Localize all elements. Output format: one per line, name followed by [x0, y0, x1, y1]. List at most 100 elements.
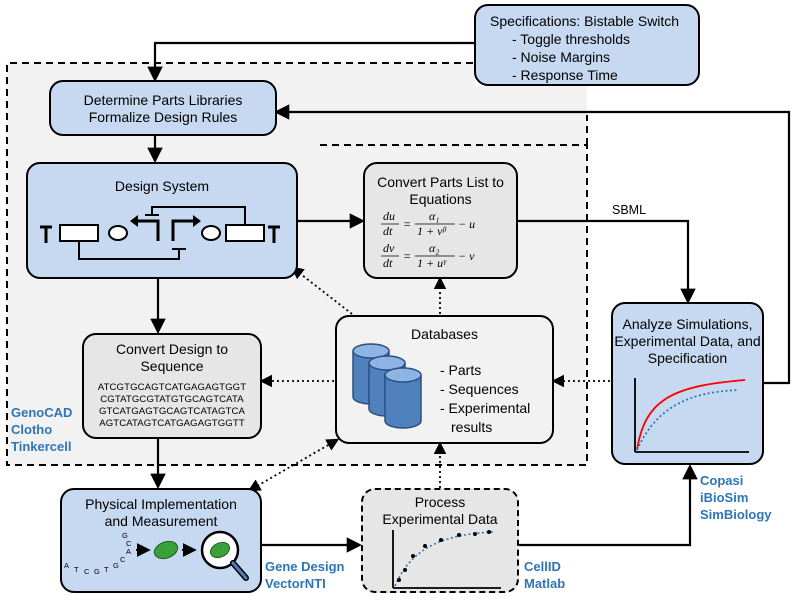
eq2-tail: − v [458, 249, 475, 263]
dna-letter-9: C [126, 539, 132, 548]
tool-copasi: Copasi [700, 473, 744, 488]
edge-equations-to-analyze [518, 219, 696, 305]
repression-top-icon [151, 206, 246, 225]
design-system-title: Design System [114, 178, 210, 194]
tools-genedesign: Gene Design VectorNTI [265, 558, 344, 592]
equations-title-line2: Equations [409, 191, 472, 207]
experimental-curve-blue [636, 389, 740, 451]
process-line2: Experimental Data [382, 511, 498, 527]
eq1-rhs-den: 1 + vᵝ [417, 224, 447, 238]
rbs-left-icon [108, 225, 128, 241]
process-box: Process Experimental Data [361, 488, 519, 593]
equations-box: Convert Parts List to Equations du dt = … [363, 162, 518, 279]
databases-box: Databases - Parts - Sequences - Experime… [335, 315, 554, 444]
fit-curve [394, 531, 496, 587]
dna-strand-letters: A T C G T G C A C G [64, 531, 132, 576]
dna-letter-8: A [126, 547, 131, 556]
tool-gene-design: Gene Design [265, 559, 345, 574]
tool-vectornti: VectorNTI [265, 576, 326, 591]
sequence-title-line1: Convert Design to [115, 341, 229, 357]
analyze-box: Analyze Simulations, Experimental Data, … [611, 302, 764, 465]
tool-ibiosim: iBioSim [700, 490, 749, 505]
equation-du: du dt = α₁ 1 + vᵝ − u [381, 209, 475, 238]
tools-copasi: Copasi iBioSim SimBiology [700, 472, 772, 523]
sequence-box: Convert Design to Sequence ATCGTGCAGTCAT… [82, 333, 262, 439]
dna-line-4: AGTCATAGTCATGAGAGTGGTT [99, 418, 245, 429]
eq1-equals: = [403, 217, 411, 231]
databases-title: Databases [411, 326, 478, 342]
spec-title: Specifications: Bistable Switch [490, 13, 680, 29]
ode-equations: du dt = α₁ 1 + vᵝ − u dv dt = α₂ 1 + uᵞ … [381, 209, 475, 270]
process-line1: Process [414, 494, 466, 510]
dna-letter-4: G [94, 567, 100, 576]
analyze-line3: Specification [647, 350, 728, 366]
physical-line2: and Measurement [104, 513, 218, 529]
eq2-lhs-num: dv [383, 241, 395, 255]
tool-cellid: CellID [524, 559, 561, 574]
db-item-parts: - Parts [440, 362, 482, 378]
dna-letter-2: T [74, 565, 79, 574]
edge-analyze-to-parts [273, 104, 791, 385]
simulated-curve-red [636, 379, 746, 451]
data-points [397, 530, 491, 582]
eq1-tail: − u [458, 217, 475, 231]
parts-libraries-line2: Formalize Design Rules [88, 109, 238, 125]
eq1-lhs-den: dt [383, 224, 393, 238]
sbml-label: SBML [612, 203, 647, 217]
db-item-sequences: - Sequences [440, 381, 519, 397]
eq2-equals: = [403, 249, 411, 263]
process-data-plot [392, 530, 501, 589]
sequence-title-line2: Sequence [140, 358, 204, 374]
repression-bottom-icon [78, 241, 180, 260]
edge-process-to-analyze [519, 463, 698, 547]
spec-item-toggle: - Toggle thresholds [512, 31, 631, 47]
simulation-plot [634, 378, 749, 453]
eq1-rhs-num: α₁ [429, 209, 439, 223]
tools-cellid: CellID Matlab [524, 558, 565, 592]
dna-letter-10: G [122, 531, 128, 540]
spec-item-noise: - Noise Margins [512, 49, 611, 65]
eq2-rhs-den: 1 + uᵞ [417, 256, 447, 270]
dna-line-1: ATCGTGCAGTCATGAGAGTGGT [97, 382, 247, 393]
gene-left-icon [59, 224, 99, 242]
terminator-left-icon [40, 225, 52, 243]
gene-right-icon [225, 224, 265, 242]
physical-box: Physical Implementation and Measurement … [60, 488, 262, 593]
tools-genocad: GenoCAD Clotho Tinkercell [11, 404, 72, 455]
db-item-experimental: - Experimental [440, 400, 531, 416]
rbs-right-icon [201, 225, 221, 241]
genetic-circuit-glyphs [40, 206, 280, 260]
promoter-right-icon [171, 219, 193, 241]
equations-title-line1: Convert Parts List to [377, 174, 504, 190]
dna-letter-3: C [84, 567, 90, 576]
terminator-right-icon [268, 225, 280, 243]
dna-letter-5: T [104, 565, 109, 574]
tool-simbiology: SimBiology [700, 507, 772, 522]
measurement-illustration: A T C G T G C A C G [64, 530, 249, 581]
tool-tinkercell: Tinkercell [11, 439, 72, 454]
analyze-line1: Analyze Simulations, [622, 316, 753, 332]
spec-box: Specifications: Bistable Switch - Toggle… [474, 4, 700, 86]
physical-line1: Physical Implementation [85, 496, 237, 512]
cell-icon [153, 540, 179, 560]
db-item-results: results [451, 419, 493, 435]
parts-libraries-line1: Determine Parts Libraries [83, 92, 243, 108]
tool-clotho: Clotho [11, 422, 53, 437]
magnifier-icon [200, 530, 249, 581]
dna-letter-7: C [120, 555, 126, 564]
database-cylinders-icon [352, 343, 422, 429]
eq2-lhs-den: dt [383, 256, 393, 270]
equation-dv: dv dt = α₂ 1 + uᵞ − v [381, 241, 475, 270]
dna-letter-1: A [64, 561, 69, 570]
tool-matlab: Matlab [524, 576, 566, 591]
edge-db-physical [247, 438, 340, 492]
dna-line-3: GTCATGAGTGCAGTCATAGTCA [98, 406, 246, 417]
analyze-line2: Experimental Data, and [614, 333, 761, 349]
dna-line-2: CGTATGCGTATGTGCAGTCATA [100, 394, 244, 405]
tool-genocad: GenoCAD [11, 405, 73, 420]
spec-item-response: - Response Time [512, 67, 618, 83]
eq1-lhs-num: du [383, 209, 395, 223]
dna-letter-6: G [113, 561, 119, 570]
parts-libraries-box: Determine Parts Libraries Formalize Desi… [49, 80, 277, 136]
